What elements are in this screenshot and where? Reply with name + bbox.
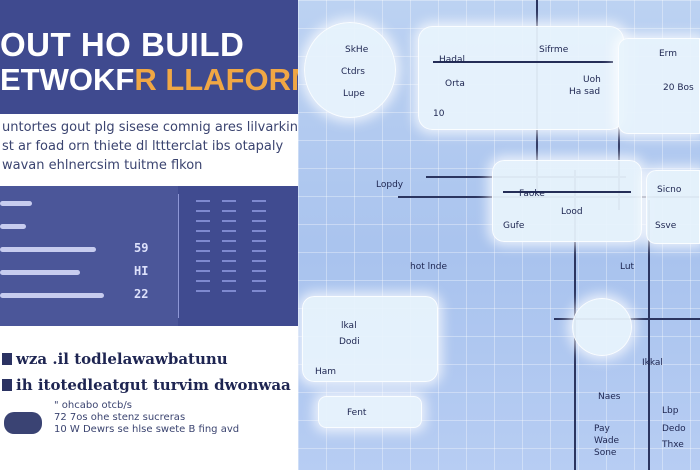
dashboard-side-area [178,186,298,326]
hero-title-line2-main: ETWOKF [0,62,135,97]
connector-label: Dedo [662,424,686,434]
connector-label: Naes [598,392,621,402]
dashboard-row-bar [0,247,96,252]
node-label: Ham [315,367,337,377]
dashboard-row[interactable] [0,215,178,238]
dashboard-row-value: HI [134,264,149,278]
node-label: SkHe [345,45,369,55]
dashboard-divider [178,194,179,318]
bottom-heading-list: wza .il todlelawawbatunu ih itotedleatgu… [0,348,298,400]
dashboard-row[interactable]: 59 [0,238,178,261]
connector-line [648,200,650,470]
connector-label: Lbp [662,406,679,416]
dashboard-list-area [0,186,178,326]
bullet-icon [2,353,12,365]
dashboard-row-bar [0,224,26,229]
bottom-detail-line: " ohcabo otcb/s [54,400,132,411]
node-label: 10 [433,109,445,119]
dashboard-row-value: 22 [134,287,149,301]
dashboard-column-marks [196,200,210,310]
intro-line: wavan ehlnercsim tuitme flkon [2,158,203,173]
node-label: 20 Bos [663,83,694,93]
bottom-heading-row: ih itotedleatgut turvim dwonwaa [0,374,298,400]
node-label: Sifrme [539,45,569,55]
bottom-heading-text: wza .il todlelawawbatunu [16,350,228,368]
connector-label: Thxe [662,440,684,450]
connector-label: Wade [594,436,620,446]
node-label: Fent [347,408,367,418]
middle-process-node[interactable]: Faoke Lood Gufe [492,160,642,242]
top-process-node[interactable]: Hadal Sifrme Uoh Orta 10 Ha sad [418,26,624,130]
dashboard-row[interactable]: 22 [0,284,178,307]
dashboard-row[interactable] [0,192,178,215]
hero-title-line2-accent: R LLAFORM [134,62,298,97]
node-label: Sicno [657,185,682,195]
node-label: Ssve [655,221,677,231]
left-panel: OUT HO BUILD ETWOKFR LLAFORM untortes go… [0,0,298,470]
node-label: Lood [561,207,583,217]
dashboard-panel: 59 HI 22 [0,186,298,326]
circle-node[interactable]: SkHe Ctdrs Lupe [304,22,396,118]
dashboard-row-bar [0,293,104,298]
node-label: Uoh [583,75,601,85]
connector-label: Ikkal [642,358,663,368]
bottom-left-subnode[interactable]: Fent [318,396,422,428]
dashboard-column-marks [222,200,236,310]
intro-paragraph: untortes gout plg sisese comnig ares lil… [0,118,298,175]
hero-title-line1: OUT HO BUILD [0,26,245,63]
dashboard-row-value: 59 [134,241,149,255]
bottom-left-node[interactable]: lkal Dodi Ham [302,296,438,382]
node-label: Lupe [343,89,365,99]
node-label: Ha sad [569,87,601,97]
bullet-icon [2,379,12,391]
blueprint-panel: SkHe Ctdrs Lupe Hadal Sifrme Uoh Orta 10… [298,0,700,470]
top-right-node[interactable]: Erm 20 Bos [618,38,700,134]
hero-banner: OUT HO BUILD ETWOKFR LLAFORM [0,0,298,114]
node-label: Erm [659,49,677,59]
node-divider [503,191,631,193]
dashboard-row[interactable]: HI [0,261,178,284]
dashboard-row-bar [0,270,80,275]
right-middle-node[interactable]: Sicno Ssve [646,170,700,244]
connector-label: Lopdy [376,180,404,190]
connector-label: Pay [594,424,610,434]
node-label: Orta [445,79,465,89]
node-label: Hadal [439,55,466,65]
dashboard-rows: 59 HI 22 [0,192,178,307]
chat-bubble-icon [4,412,42,434]
bottom-detail-line: 72 7os ohe stenz sucreras [54,412,186,423]
bottom-heading-row: wza .il todlelawawbatunu [0,348,298,374]
node-divider [433,61,613,63]
node-label: Dodi [339,337,360,347]
intro-line: untortes gout plg sisese comnig ares lil… [2,120,298,135]
bottom-heading-text: ih itotedleatgut turvim dwonwaa [16,376,291,394]
node-label: Faoke [519,189,545,199]
connector-label: Sone [594,448,617,458]
connector-label: hot lnde [410,262,448,272]
dashboard-row-bar [0,201,32,206]
connector-label: Lut [620,262,635,272]
node-label: Gufe [503,221,525,231]
dashboard-column-marks [252,200,266,310]
status-circle-node[interactable] [572,298,632,356]
hero-title-line2: ETWOKFR LLAFORM [0,62,298,98]
intro-line: st ar foad orn thiete dl lttterclat ibs … [2,139,284,154]
node-label: lkal [341,321,357,331]
bottom-detail-line: 10 W Dewrs se hlse swete B fing avd [54,424,240,435]
node-label: Ctdrs [341,67,365,77]
